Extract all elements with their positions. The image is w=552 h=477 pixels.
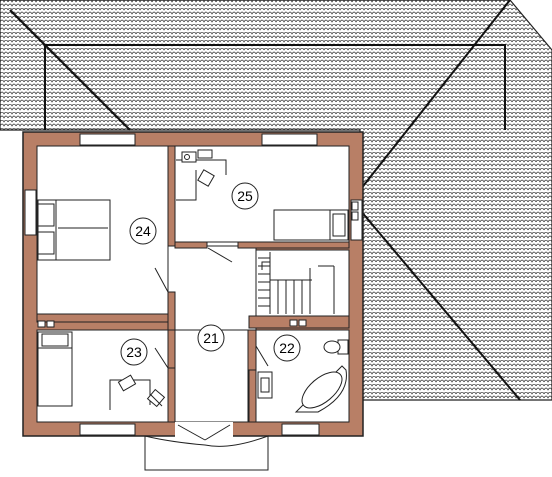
wall-25-bottom-left bbox=[174, 241, 208, 249]
roof-tiles-icon bbox=[0, 0, 552, 401]
balcony-outline bbox=[144, 435, 269, 471]
wall-23-right bbox=[167, 367, 176, 423]
door-swings bbox=[154, 247, 269, 369]
room-label-21: 21 bbox=[197, 324, 225, 352]
room-number-21: 21 bbox=[203, 330, 219, 346]
desk-chair-icon bbox=[109, 374, 166, 410]
room-number-22: 22 bbox=[279, 340, 295, 356]
desk-chair-icon bbox=[176, 149, 227, 201]
wall-24-bottom bbox=[36, 313, 169, 323]
staircase-icon bbox=[258, 252, 335, 314]
wall-25-bottom-right bbox=[237, 241, 350, 249]
door-25 bbox=[207, 247, 233, 263]
room-label-25: 25 bbox=[231, 182, 259, 210]
single-bed-icon bbox=[273, 209, 349, 241]
toilet-icon bbox=[323, 339, 349, 355]
room-label-23: 23 bbox=[120, 338, 148, 366]
window-bottom-23 bbox=[79, 423, 136, 436]
roof bbox=[0, 0, 552, 401]
wall-24-right-lower bbox=[167, 291, 176, 331]
window-bottom-22 bbox=[281, 423, 320, 436]
door-24 bbox=[154, 267, 169, 293]
single-bed-icon bbox=[37, 331, 73, 407]
room-label-24: 24 bbox=[129, 217, 157, 245]
wall-22-left-lower bbox=[248, 369, 257, 423]
electrical-socket-icon bbox=[351, 201, 359, 221]
electrical-socket-icon bbox=[37, 320, 55, 328]
room-label-22: 22 bbox=[273, 334, 301, 362]
room-labels: 24 25 21 22 23 bbox=[120, 182, 301, 366]
wall-24-25 bbox=[167, 145, 176, 247]
window-top-25 bbox=[261, 133, 318, 146]
room-number-24: 24 bbox=[135, 223, 151, 239]
roof-ridge-lines bbox=[9, 0, 521, 401]
entrance-door[interactable] bbox=[177, 424, 231, 441]
window-top-24 bbox=[79, 133, 136, 146]
hall-top-floor bbox=[167, 245, 257, 331]
door-22 bbox=[255, 345, 269, 367]
house-walls bbox=[22, 131, 364, 471]
washbasin-icon bbox=[257, 371, 273, 399]
electrical-socket-icon bbox=[289, 319, 307, 327]
bathtub-icon bbox=[294, 365, 347, 413]
room-number-25: 25 bbox=[237, 188, 253, 204]
window-left-24 bbox=[24, 189, 37, 236]
double-bed-icon bbox=[37, 199, 111, 261]
entrance-gap bbox=[175, 422, 233, 438]
door-23 bbox=[154, 347, 169, 369]
room-number-23: 23 bbox=[126, 344, 142, 360]
